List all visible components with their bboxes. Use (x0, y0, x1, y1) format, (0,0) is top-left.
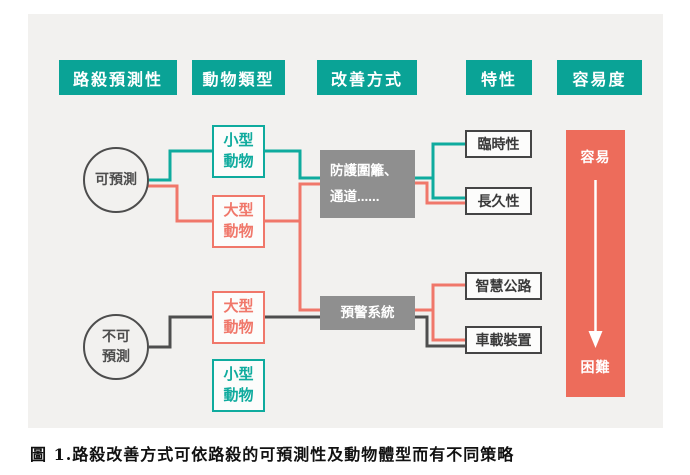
ease-scale-bar: 容易 困難 (566, 130, 625, 397)
node-permanent: 長久性 (465, 187, 532, 215)
node-small-animal-bottom: 小型 動物 (212, 359, 265, 412)
node-warning-system: 預警系統 (320, 296, 415, 330)
header-ease: 容易度 (557, 60, 642, 95)
node-smart-highway: 智慧公路 (465, 272, 542, 300)
node-fence-passage: 防護圍籬、 通道...... (320, 150, 415, 218)
header-characteristic: 特性 (466, 60, 532, 95)
header-improvement-method: 改善方式 (317, 60, 417, 95)
ease-easy-label: 容易 (580, 149, 611, 165)
node-temporary: 臨時性 (465, 130, 532, 158)
header-animal-type: 動物類型 (192, 60, 285, 95)
node-unpredictable: 不可 預測 (83, 314, 149, 380)
node-onboard-device: 車載裝置 (465, 326, 542, 354)
ease-hard-label: 困難 (580, 359, 611, 375)
node-large-animal-top: 大型 動物 (212, 195, 265, 248)
node-large-animal-bottom: 大型 動物 (212, 291, 265, 344)
header-roadkill-predictability: 路殺預測性 (59, 60, 177, 95)
figure-caption: 圖 1.路殺改善方式可依路殺的可預測性及動物體型而有不同策略 (30, 445, 515, 464)
node-predictable: 可預測 (83, 147, 149, 213)
node-small-animal-top: 小型 動物 (212, 125, 265, 178)
